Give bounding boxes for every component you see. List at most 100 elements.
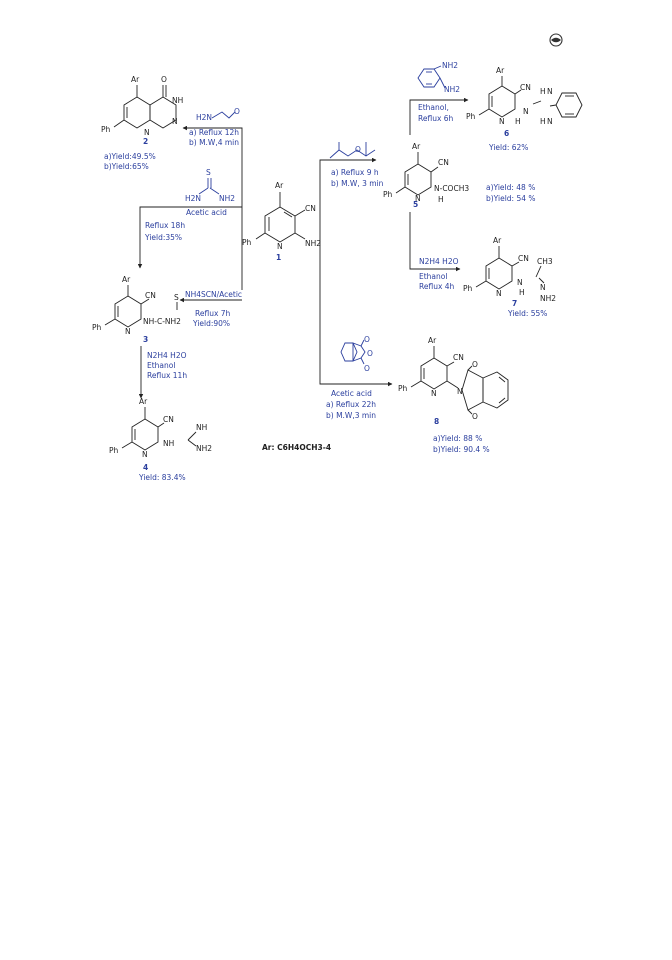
c8-ph-label: Ph <box>398 384 408 393</box>
c7-ch3-label: CH3 <box>537 257 553 266</box>
c2-n1-label: N <box>144 128 150 137</box>
c2-n2-label: N <box>172 117 178 126</box>
c7-cn-label: CN <box>518 254 529 263</box>
c3-ar-label: Ar <box>122 275 131 284</box>
c7-n-label: N <box>540 283 546 292</box>
c4-nh2-label: NH2 <box>196 444 212 453</box>
r13b-cond-2: Yield:90% <box>192 319 230 328</box>
c8-imiden-label: N <box>457 387 463 396</box>
c5-cn-label: CN <box>438 158 449 167</box>
arrow-1-to-8 <box>319 218 393 387</box>
compound-3: Ar CN S NH-C-NH2 N Ph 3 <box>92 275 181 344</box>
r56-nh2b-label: NH2 <box>444 85 460 94</box>
r15-cond-b: b) M.W, 3 min <box>331 179 384 188</box>
r18-cond-0: Acetic acid <box>331 389 372 398</box>
r56-cond-1: Reflux 6h <box>418 114 454 123</box>
r56-nh2a-label: NH2 <box>442 61 458 70</box>
c6-n2-label: N <box>547 117 553 126</box>
c7-ar-label: Ar <box>493 236 502 245</box>
arrows <box>137 97 469 399</box>
r57-yield: Yield: 55% <box>507 309 547 318</box>
arrow-5-to-6 <box>409 97 469 135</box>
c7-ph-label: Ph <box>463 284 473 293</box>
r57-cond-0: N2H4 H2O <box>419 257 459 266</box>
c3-cn-label: CN <box>145 291 156 300</box>
c6-number: 6 <box>504 129 509 138</box>
r13b-cond-0: NH4SCN/Acetic <box>185 290 242 299</box>
r34-cond-2: Reflux 11h <box>147 371 187 380</box>
c5-number: 5 <box>413 200 418 209</box>
c6-h1-label: H <box>540 87 546 96</box>
compound-1: Ar CN NH2 N Ph 1 <box>242 181 321 262</box>
conditions-3-to-4: N2H4 H2O Ethanol Reflux 11h Yield: 83.4% <box>138 351 187 482</box>
c1-n-label: N <box>277 242 283 251</box>
c8-number: 8 <box>434 417 439 426</box>
conditions-5-to-6: Ethanol, Reflux 6h Yield: 62% <box>418 103 528 152</box>
reagent-aminoacetaldehyde: H2N O <box>196 107 240 122</box>
r12-cond-b: b) M.W,4 min <box>189 138 239 147</box>
r12-o-label: O <box>234 107 240 116</box>
c4-ph-label: Ph <box>109 446 119 455</box>
c4-cn-label: CN <box>163 415 174 424</box>
r12-yield-b: b)Yield:65% <box>104 162 149 171</box>
c5-h-label: H <box>438 195 444 204</box>
r13-h2n-label: H2N <box>185 194 201 203</box>
arrow-1-to-5 <box>319 157 377 218</box>
c3-n-label: N <box>125 327 131 336</box>
c1-ar-label: Ar <box>275 181 284 190</box>
reagent-phthalic-anhydride: O O O <box>340 335 373 373</box>
c8-ringn-label: N <box>431 389 437 398</box>
r18-cond-1: a) Reflux 22h <box>326 400 376 409</box>
c6-n1-label: N <box>547 87 553 96</box>
r34-cond-0: N2H4 H2O <box>147 351 187 360</box>
r57-cond-1: Ethanol <box>419 272 447 281</box>
c4-number: 4 <box>143 463 148 472</box>
conditions-1-to-2: a) Reflux 12h b) M.W,4 min a)Yield:49.5%… <box>104 128 239 171</box>
c6-ph-label: Ph <box>466 112 476 121</box>
r13-nh2-label: NH2 <box>219 194 235 203</box>
reagent-acetic-anhydride: O <box>329 142 376 159</box>
c2-ar-label: Ar <box>131 75 140 84</box>
r18-o3-label: O <box>364 364 370 373</box>
compound-6: Ar CN H N N H H N N Ph 6 <box>466 66 583 138</box>
c8-ar-label: Ar <box>428 336 437 345</box>
compound-5: Ar CN N-COCH3 H N Ph 5 <box>383 142 469 209</box>
eye-icon <box>549 33 563 47</box>
c2-nh-label: NH <box>172 96 183 105</box>
arrow-1-to-3-thiourea <box>137 206 242 269</box>
c5-n-label: N <box>415 194 421 203</box>
c7-nh2-label: NH2 <box>540 294 556 303</box>
r13-s-label: S <box>206 168 211 177</box>
c4-nh-label: NH <box>163 439 174 448</box>
r57-cond-2: Reflux 4h <box>419 282 455 291</box>
c5-ph-label: Ph <box>383 190 393 199</box>
r56-cond-0: Ethanol, <box>418 103 449 112</box>
c1-number: 1 <box>276 253 281 262</box>
c3-thio-label: S <box>174 293 179 302</box>
c6-cn-label: CN <box>520 83 531 92</box>
r15-yield-a: a)Yield: 48 % <box>486 183 535 192</box>
reagent-thiourea: S H2N NH2 <box>185 168 235 203</box>
conditions-5-to-7: N2H4 H2O Ethanol Reflux 4h Yield: 55% <box>419 257 547 318</box>
compound-2: Ar O NH N N Ph 2 <box>101 75 183 146</box>
r12-h2n-label: H2N <box>196 113 212 122</box>
r13b-cond-1: Reflux 7h <box>195 309 231 318</box>
c8-o1-label: O <box>472 360 478 369</box>
c2-ph-label: Ph <box>101 125 111 134</box>
r13-cond-1: Reflux 18h <box>145 221 185 230</box>
c8-cn-label: CN <box>453 353 464 362</box>
compound-4: Ar CN NH NH2 NH N Ph 4 <box>109 397 212 472</box>
conditions-1-to-3-thiourea: Acetic acid Reflux 18h Yield:35% <box>144 208 227 242</box>
c8-o2-label: O <box>472 412 478 421</box>
reagent-o-phenylenediamine: NH2 NH2 <box>417 61 460 94</box>
c7-number: 7 <box>512 299 517 308</box>
c3-number: 3 <box>143 335 148 344</box>
r18-yield-a: a)Yield: 88 % <box>433 434 482 443</box>
c5-amide-label: N-COCH3 <box>434 184 469 193</box>
c6-ar-label: Ar <box>496 66 505 75</box>
c2-number: 2 <box>143 137 148 146</box>
c7-h-label: H <box>519 288 525 297</box>
r13-cond-0: Acetic acid <box>186 208 227 217</box>
c2-oxo-label: O <box>161 75 167 84</box>
